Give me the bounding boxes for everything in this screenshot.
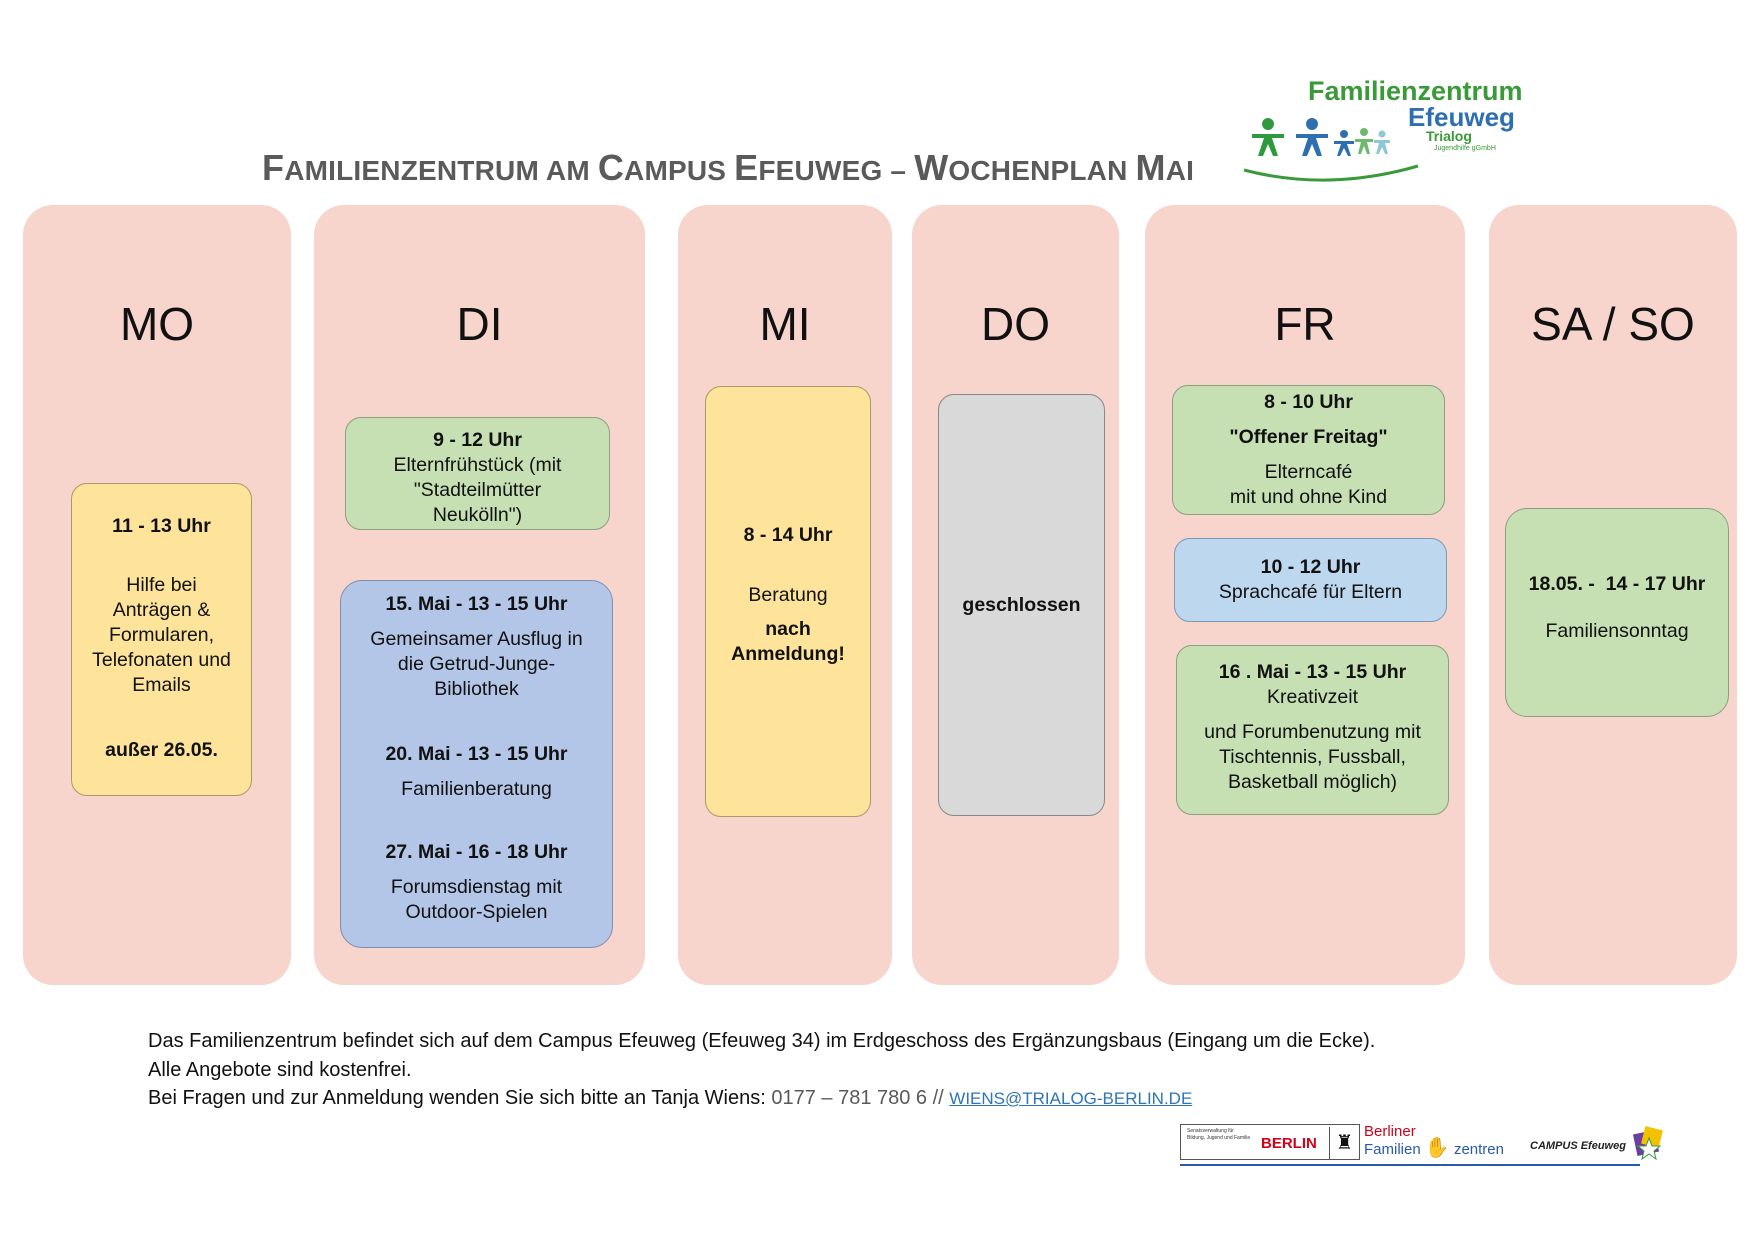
page-title: FAMILIENZENTRUM AM CAMPUS EFEUWEG – WOCH… bbox=[262, 147, 1222, 189]
friday-open-friday-card: 8 - 10 Uhr "Offener Freitag" Elterncafé … bbox=[1172, 385, 1445, 515]
bfz-line-2: Familien ✋ zentren bbox=[1364, 1137, 1504, 1159]
day-label-thursday: DO bbox=[981, 298, 1050, 350]
bfz-line-1: Berliner bbox=[1364, 1123, 1416, 1140]
hand-icon: ✋ bbox=[1424, 1137, 1450, 1159]
card-time: 27. Mai - 16 - 18 Uhr bbox=[385, 841, 568, 863]
card-time: 10 - 12 Uhr bbox=[1260, 556, 1361, 578]
card-text-line: "Stadteilmütter bbox=[413, 479, 542, 501]
card-text-line: Emails bbox=[132, 674, 191, 696]
campus-star-icon bbox=[1632, 1126, 1663, 1161]
friday-creative-card: 16 . Mai - 13 - 15 Uhr Kreativzeit und F… bbox=[1176, 645, 1449, 815]
card-text-line: und Forumbenutzung mit bbox=[1204, 721, 1421, 743]
footer-line-contact: Bei Fragen und zur Anmeldung wenden Sie … bbox=[148, 1084, 1375, 1114]
title-part: F bbox=[262, 147, 285, 188]
column-friday: FR 8 - 10 Uhr "Offener Freitag" Elternca… bbox=[1145, 205, 1465, 985]
card-text-line: Sprachcafé für Eltern bbox=[1218, 581, 1403, 603]
family-figures-icon bbox=[1243, 118, 1419, 182]
card-text-line: Elterncafé bbox=[1264, 461, 1353, 483]
title-part: AMPUS bbox=[624, 155, 735, 186]
card-time: 16 . Mai - 13 - 15 Uhr bbox=[1218, 661, 1407, 683]
day-label-wednesday: MI bbox=[759, 298, 811, 350]
column-weekend: SA / SO 18.05. - 14 - 17 Uhr Familienson… bbox=[1489, 205, 1737, 985]
day-label-weekend: SA / SO bbox=[1531, 298, 1695, 350]
card-text-line: Familiensonntag bbox=[1545, 620, 1689, 642]
berlin-senate-logo: Senatsverwaltung für Bildung, Jugend und… bbox=[1180, 1124, 1360, 1160]
title-part: E bbox=[734, 147, 759, 188]
card-bold-line: nach bbox=[765, 618, 811, 640]
card-text-line: Anträgen & bbox=[112, 599, 211, 621]
card-text-line: Gemeinsamer Ausflug in bbox=[370, 628, 583, 650]
footer-line-free: Alle Angebote sind kostenfrei. bbox=[148, 1058, 412, 1081]
title-part: M bbox=[1135, 147, 1166, 188]
logo-line-2: Efeuweg bbox=[1408, 102, 1515, 132]
berlin-bear-icon: ♜ bbox=[1329, 1127, 1359, 1159]
card-time: 8 - 10 Uhr bbox=[1264, 391, 1353, 413]
monday-help-card: 11 - 13 Uhr Hilfe bei Anträgen & Formula… bbox=[71, 483, 252, 796]
title-part: AMILIENZENTRUM AM bbox=[284, 155, 598, 186]
title-part: C bbox=[597, 147, 625, 188]
card-time: 8 - 14 Uhr bbox=[743, 524, 833, 546]
card-text-line: Formularen, bbox=[108, 624, 215, 646]
campus-efeuweg-logo: CAMPUS Efeuweg bbox=[1530, 1126, 1669, 1166]
card-title: "Offener Freitag" bbox=[1229, 426, 1388, 448]
tuesday-breakfast-card: 9 - 12 Uhr Elternfrühstück (mit "Stadtei… bbox=[345, 417, 610, 530]
friday-language-cafe-card: 10 - 12 Uhr Sprachcafé für Eltern bbox=[1174, 538, 1447, 622]
card-text-line: mit und ohne Kind bbox=[1229, 486, 1388, 508]
day-label-tuesday: DI bbox=[456, 298, 503, 350]
footer-line-location: Das Familienzentrum befindet sich auf de… bbox=[148, 1030, 1376, 1052]
berlin-wordmark: BERLIN bbox=[1261, 1135, 1317, 1152]
logo-line-4: Jugendhilfe gGmbH bbox=[1434, 145, 1496, 152]
card-text-line: Bibliothek bbox=[434, 678, 519, 700]
card-note: außer 26.05. bbox=[105, 739, 218, 761]
familienzentrum-efeuweg-logo: Familienzentrum Efeuweg Trialog Jugendhi… bbox=[1238, 74, 1528, 184]
berliner-familienzentren-logo: Berliner Familien ✋ zentren bbox=[1364, 1123, 1504, 1159]
senate-text: Senatsverwaltung für Bildung, Jugend und… bbox=[1187, 1128, 1251, 1141]
card-text-line: Telefonaten und bbox=[92, 649, 231, 671]
footer-email-link[interactable]: WIENS@TRIALOG-BERLIN.DE bbox=[949, 1089, 1193, 1108]
day-label-friday: FR bbox=[1274, 298, 1336, 350]
card-text-line: Hilfe bei bbox=[126, 574, 197, 596]
partner-logos: Senatsverwaltung für Bildung, Jugend und… bbox=[1180, 1114, 1663, 1166]
card-text-line: Beratung bbox=[748, 584, 828, 606]
card-text-line: Elternfrühstück (mit bbox=[393, 454, 562, 476]
footer-info: Das Familienzentrum befindet sich auf de… bbox=[148, 1027, 1375, 1114]
day-label-monday: MO bbox=[119, 298, 195, 350]
column-tuesday: DI 9 - 12 Uhr Elternfrühstück (mit "Stad… bbox=[314, 205, 645, 985]
card-text-line: geschlossen bbox=[962, 594, 1081, 616]
card-time: 11 - 13 Uhr bbox=[112, 515, 211, 537]
card-time: 20. Mai - 13 - 15 Uhr bbox=[385, 743, 568, 765]
weekend-family-sunday-card: 18.05. - 14 - 17 Uhr Familiensonntag bbox=[1505, 508, 1729, 717]
card-text-line: Outdoor-Spielen bbox=[405, 901, 548, 923]
card-time: 9 - 12 Uhr bbox=[433, 429, 522, 451]
thursday-closed-card: geschlossen bbox=[938, 394, 1105, 816]
card-subtitle: Kreativzeit bbox=[1266, 686, 1359, 708]
tuesday-events-card: 15. Mai - 13 - 15 Uhr Gemeinsamer Ausflu… bbox=[340, 580, 613, 948]
title-part: AI bbox=[1165, 155, 1195, 186]
title-part: W bbox=[914, 147, 949, 188]
card-text-line: Basketball möglich) bbox=[1227, 771, 1398, 793]
footer-phone: 0177 – 781 780 6 // bbox=[771, 1087, 950, 1109]
campus-text: CAMPUS Efeuweg bbox=[1530, 1139, 1626, 1152]
card-bold-line: Anmeldung! bbox=[731, 643, 845, 665]
logo-underline bbox=[1180, 1164, 1640, 1166]
card-text-line: Familienberatung bbox=[401, 778, 552, 800]
bfz-line-2a: Familien bbox=[1364, 1141, 1421, 1158]
footer-contact-text: Bei Fragen und zur Anmeldung wenden Sie … bbox=[148, 1087, 772, 1109]
logo-line-1: Familienzentrum bbox=[1308, 76, 1523, 106]
card-text-line: Neukölln") bbox=[432, 504, 523, 526]
card-text-line: Forumsdienstag mit bbox=[390, 876, 563, 898]
card-time: 18.05. - 14 - 17 Uhr bbox=[1528, 573, 1706, 595]
card-text-line: die Getrud-Junge- bbox=[397, 653, 556, 675]
wednesday-consultation-card: 8 - 14 Uhr Beratung nach Anmeldung! bbox=[705, 386, 871, 817]
column-wednesday: MI 8 - 14 Uhr Beratung nach Anmeldung! bbox=[678, 205, 892, 985]
bfz-line-2b: zentren bbox=[1453, 1141, 1504, 1158]
title-part: FEUWEG – bbox=[758, 155, 915, 186]
column-thursday: DO geschlossen bbox=[912, 205, 1119, 985]
column-monday: MO 11 - 13 Uhr Hilfe bei Anträgen & Form… bbox=[23, 205, 291, 985]
logo-line-3: Trialog bbox=[1426, 128, 1472, 144]
title-part: OCHENPLAN bbox=[948, 155, 1136, 186]
card-time: 15. Mai - 13 - 15 Uhr bbox=[385, 593, 568, 615]
card-text-line: Tischtennis, Fussball, bbox=[1219, 746, 1406, 768]
